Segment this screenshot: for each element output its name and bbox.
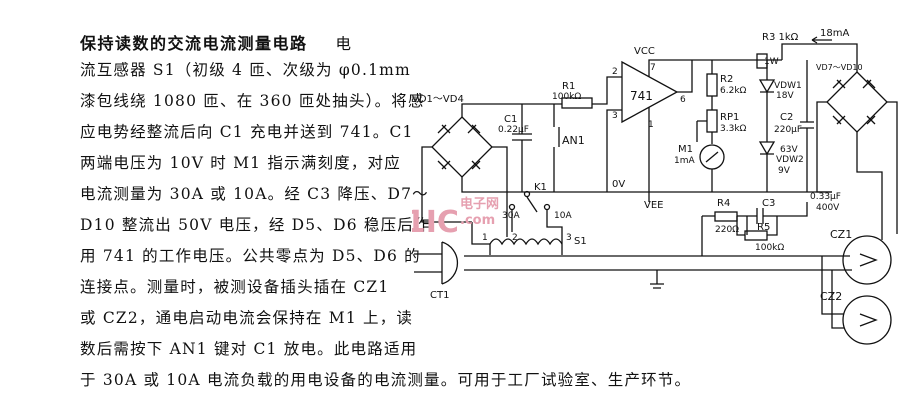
article-line-2: 漆包线绕 1080 匝、在 360 匝处抽头）。将感 xyxy=(80,92,425,110)
m1-value: 1mA xyxy=(674,156,695,166)
c3-voltage: 400V xyxy=(816,203,840,213)
article-line-6: D10 整流出 50V 电压，经 D5、D6 稳压后作 xyxy=(80,216,431,234)
article-line-1: 流互感器 S1（初级 4 匝、次级为 φ0.1mm xyxy=(80,61,411,79)
r1-label: R1 xyxy=(562,81,575,92)
c3-value: 0.33μF xyxy=(810,192,841,202)
resistor-r1: R1 100kΩ xyxy=(542,76,622,109)
ct1-label: CT1 xyxy=(430,290,449,301)
r2-value: 6.2kΩ xyxy=(720,86,747,96)
c3-label: C3 xyxy=(762,198,775,209)
resistor-r3: R3 1kΩ 1W xyxy=(756,32,799,69)
article-first-line: 保持读数的交流电流测量电路 电 xyxy=(80,30,352,54)
s1-tap2: 2 xyxy=(512,233,518,243)
article-line-11: 于 30A 或 10A 电流负载的用电设备的电流测量。可用于工厂试验室、生产环节… xyxy=(80,371,692,389)
zener-vdw1: VDW1 18V xyxy=(758,60,802,122)
current-transformer-s1: 1 2 3 S1 xyxy=(471,222,587,255)
pin3-label: 3 xyxy=(612,111,618,121)
watermark-cn: 电子网 xyxy=(460,196,499,212)
meter-m1: M1 1mA xyxy=(674,144,725,192)
capacitor-c3: C3 0.33μF 400V xyxy=(737,192,841,224)
r5-label: R5 xyxy=(757,222,770,233)
k1-10a-label: 10A xyxy=(554,211,572,221)
r3-label: R3 1kΩ xyxy=(762,32,799,43)
zener-vdw2: VDW2 9V xyxy=(758,122,804,192)
s1-label: S1 xyxy=(574,236,587,247)
c2-voltage: 63V xyxy=(780,145,798,155)
c2-label: C2 xyxy=(780,112,793,123)
cz2-label: CZ2 xyxy=(820,290,842,303)
vdw1-label: VDW1 xyxy=(774,81,802,91)
r2-label: R2 xyxy=(720,74,733,85)
capacitor-c2: C2 220μF 63V xyxy=(774,60,814,192)
capacitor-c1: C1 0.22μF xyxy=(498,104,532,192)
rp1-value: 3.3kΩ xyxy=(720,124,747,134)
vdw2-label: VDW2 xyxy=(776,155,804,165)
article-line-5: 电流测量为 30A 或 10A。经 C3 降压、D7～ xyxy=(80,185,429,203)
r4-label: R4 xyxy=(717,198,730,209)
r5-value: 100kΩ xyxy=(755,243,784,253)
pin6-label: 6 xyxy=(680,95,686,105)
potentiometer-rp1: RP1 3.3kΩ xyxy=(696,109,747,144)
socket-cz2: CZ2 xyxy=(820,256,892,345)
opamp-label: 741 xyxy=(630,89,653,103)
r3-power: 1W xyxy=(764,57,779,67)
bridge-vd7-vd10: VD7～VD10 xyxy=(816,43,898,234)
article-line-0: 电 xyxy=(335,35,353,53)
vee-label: VEE xyxy=(644,200,663,211)
vdw1-value: 18V xyxy=(776,91,794,101)
article-line-7: 用 741 的工作电压。公共零点为 D5、D6 的 xyxy=(80,247,421,265)
current-label: 18mA xyxy=(820,28,849,39)
s1-tap1: 1 xyxy=(482,233,488,243)
plug-ct1: CT1 xyxy=(414,241,459,301)
article-line-8: 连接点。测量时，被测设备插头插在 CZ1 xyxy=(80,278,390,296)
rp1-label: RP1 xyxy=(720,112,739,123)
c1-label: C1 xyxy=(504,114,517,125)
an1-label: AN1 xyxy=(562,134,585,147)
vcc-label: VCC xyxy=(634,46,655,57)
k1-label: K1 xyxy=(534,182,547,193)
pin7-label: 7 xyxy=(650,63,656,73)
watermark-url: .com xyxy=(460,213,495,228)
article-title: 保持读数的交流电流测量电路 xyxy=(80,34,308,53)
s1-tap3: 3 xyxy=(566,233,572,243)
article-line-3: 应电势经整流后向 C1 充电并送到 741。C1 xyxy=(80,123,414,141)
r1-value: 100kΩ xyxy=(552,92,581,102)
vdw2-value: 9V xyxy=(778,166,791,176)
r4-value: 220Ω xyxy=(715,225,739,235)
pin2-label: 2 xyxy=(612,67,618,77)
opamp-741: 741 2 3 7 6 1 VCC 0V VEE xyxy=(606,46,782,211)
resistor-r5: R5 100kΩ xyxy=(736,216,784,253)
pin1-label: 1 xyxy=(648,120,654,130)
vd7-vd10-label: VD7～VD10 xyxy=(816,63,863,72)
pushbutton-an1: AN1 xyxy=(553,104,585,192)
zero-v-label: 0V xyxy=(612,179,625,190)
bridge-vd1-vd4: VD1～VD4 xyxy=(412,94,493,178)
cz1-label: CZ1 xyxy=(830,228,852,241)
resistor-r2: R2 6.2kΩ xyxy=(677,60,747,110)
socket-cz1: CZ1 xyxy=(830,228,892,285)
article-line-9: 或 CZ2，通电启动电流会保持在 M1 上，读 xyxy=(80,309,414,327)
c1-value: 0.22μF xyxy=(498,125,529,135)
circuit-schematic: VD1～VD4 C1 0.22μF AN1 R1 100kΩ 741 xyxy=(412,28,898,345)
k1-30a-label: 30A xyxy=(502,211,520,221)
vd1-vd4-label: VD1～VD4 xyxy=(412,94,464,105)
article-line-4: 两端电压为 10V 时 M1 指示满刻度，对应 xyxy=(80,154,401,172)
c2-value: 220μF xyxy=(774,125,802,135)
switch-k1: K1 30A 10A xyxy=(502,182,572,244)
article-line-10: 数后需按下 AN1 键对 C1 放电。此电路适用 xyxy=(80,340,418,358)
resistor-r4: R4 220Ω xyxy=(701,198,739,256)
m1-label: M1 xyxy=(678,144,693,155)
